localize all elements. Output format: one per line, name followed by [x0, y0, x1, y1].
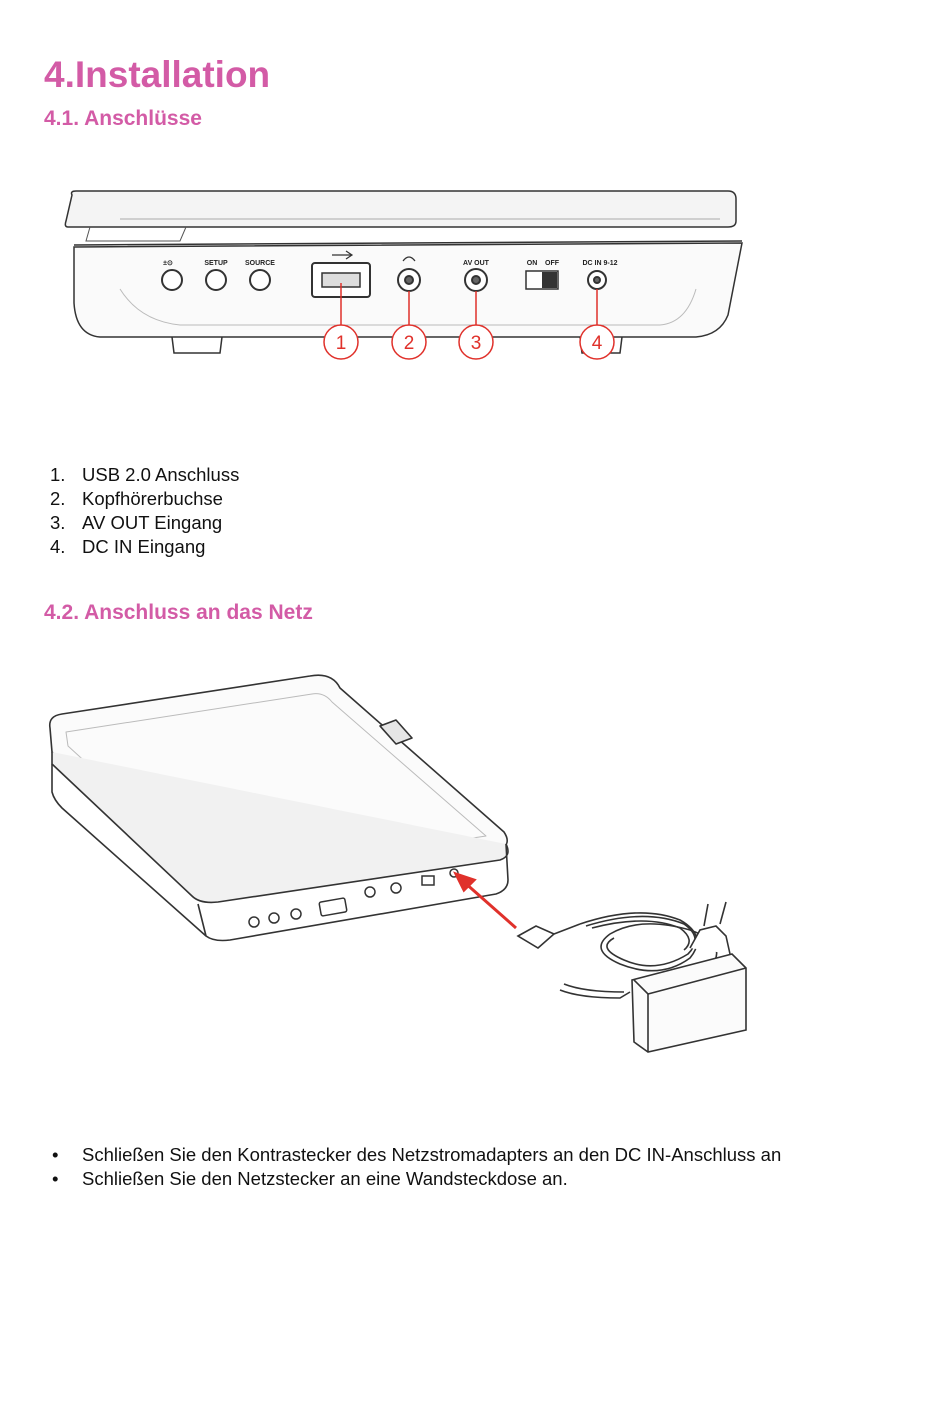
bullet-icon: • — [52, 1144, 59, 1165]
list-item-text: DC IN Eingang — [82, 536, 206, 557]
list-item-number: 4. — [50, 536, 66, 557]
source-button-shape — [249, 269, 271, 291]
label-dc-in: DC IN 9-12 — [582, 260, 617, 267]
power-connection-illustration — [48, 674, 747, 1053]
list-item-text: Schließen Sie den Kontrastecker des Netz… — [82, 1144, 782, 1165]
page-title: 4.Installation — [44, 54, 271, 95]
connections-list: 1. USB 2.0 Anschluss 2. Kopfhörerbuchse 3.… — [50, 463, 239, 559]
list-item-text: Schließen Sie den Netzstecker an eine Wa… — [82, 1168, 568, 1189]
list-item: • Schließen Sie den Kontrastecker des Net… — [50, 1143, 781, 1167]
list-item-text: AV OUT Eingang — [82, 512, 223, 533]
label-setup: SETUP — [204, 260, 228, 267]
section-heading-power: 4.2. Anschluss an das Netz — [44, 601, 313, 624]
list-item-number: 1. — [50, 464, 66, 485]
power-button-shape — [161, 269, 183, 291]
list-item-number: 3. — [50, 512, 66, 533]
callout-2: 2 — [404, 333, 415, 354]
label-source: SOURCE — [245, 260, 275, 267]
dc-in-jack-icon — [587, 270, 607, 290]
av-out-jack-icon — [464, 268, 488, 292]
bullet-icon: • — [52, 1168, 59, 1189]
list-item-number: 2. — [50, 488, 66, 509]
label-off: OFF — [545, 260, 560, 267]
callout-4: 4 — [592, 333, 603, 354]
ports-side-view-illustration: ±⊙ SETUP SOURCE AV OUT ON OFF DC IN 9-12 — [64, 190, 743, 360]
list-item-text: Kopfhörerbuchse — [82, 488, 223, 509]
list-item-text: USB 2.0 Anschluss — [82, 464, 240, 485]
setup-button-shape — [205, 269, 227, 291]
label-power-dot: ±⊙ — [163, 260, 173, 267]
callout-3: 3 — [471, 333, 482, 354]
callout-1: 1 — [336, 333, 347, 354]
usb-port-icon — [311, 250, 371, 298]
list-item: • Schließen Sie den Netzstecker an eine W… — [50, 1167, 781, 1191]
list-item: 4. DC IN Eingang — [50, 535, 239, 559]
list-item: 1. USB 2.0 Anschluss — [50, 463, 239, 487]
label-on: ON — [527, 260, 538, 267]
instructions-list: • Schließen Sie den Kontrastecker des Net… — [50, 1143, 781, 1191]
section-heading-connections: 4.1. Anschlüsse — [44, 107, 202, 130]
list-item: 3. AV OUT Eingang — [50, 511, 239, 535]
power-switch-icon — [525, 270, 559, 290]
label-av-out: AV OUT — [463, 260, 490, 267]
list-item: 2. Kopfhörerbuchse — [50, 487, 239, 511]
